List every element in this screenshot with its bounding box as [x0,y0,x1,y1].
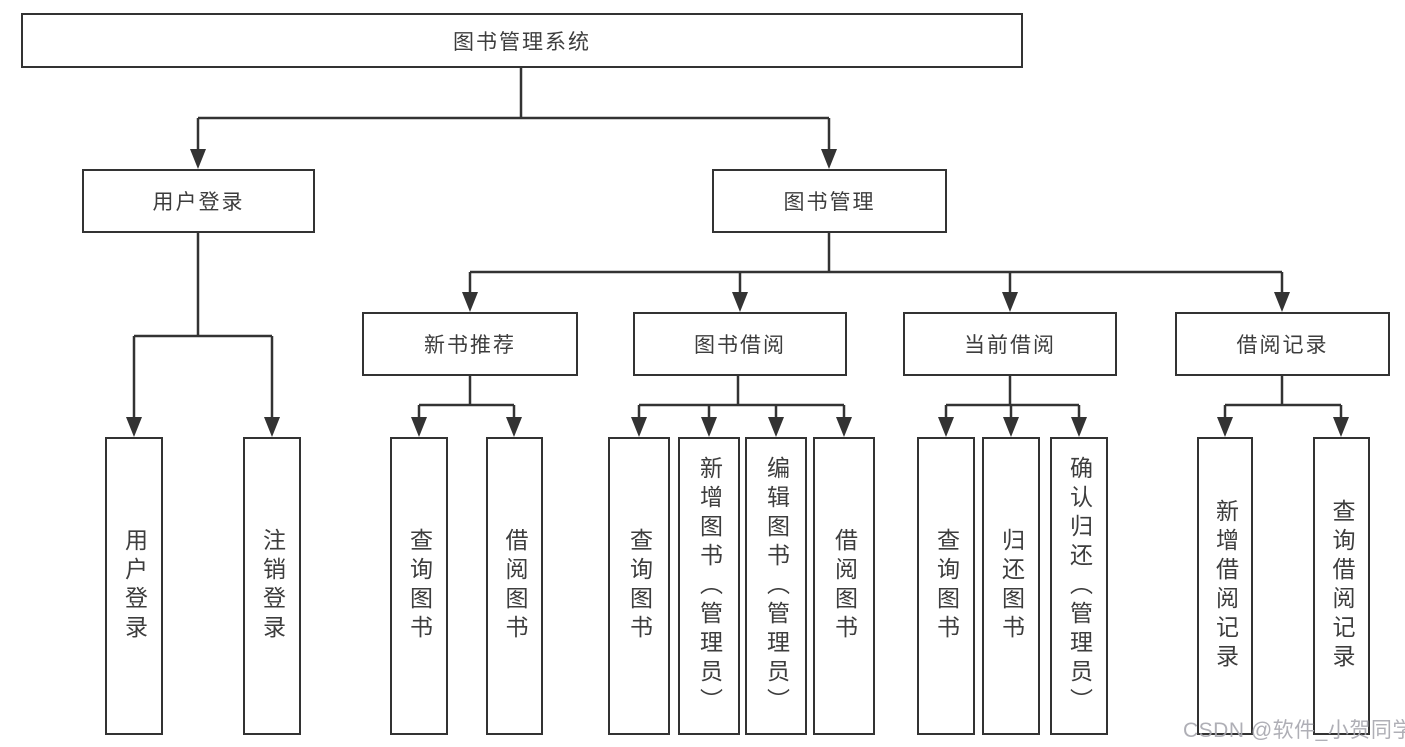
leaf-return-books: 归还图书 [982,437,1040,735]
arrow-down-icon [938,417,954,437]
node-current-borrow: 当前借阅 [903,312,1117,376]
leaf-label: 借阅图书 [502,528,528,644]
leaf-label: 查询图书 [406,528,433,644]
node-label: 借阅记录 [1236,334,1329,357]
arrow-down-icon [506,417,522,437]
leaf-logout: 注销登录 [243,437,301,735]
node-borrow-record: 借阅记录 [1175,312,1390,376]
leaf-borrow-books: 借阅图书 [813,437,875,735]
connector-borrow-record-children [1217,376,1349,437]
leaf-label: 借阅图书 [831,528,858,644]
leaf-label: 注销登录 [259,528,286,644]
leaf-label: 查询图书 [626,528,653,644]
leaf-label: 新增借阅记录 [1212,499,1239,673]
node-new-book-recommend: 新书推荐 [362,312,578,376]
node-label: 图书管理 [783,191,876,214]
node-library-management-system: 图书管理系统 [21,13,1023,68]
leaf-label: 确认归还（管理员） [1066,455,1093,717]
node-label: 用户登录 [152,191,245,214]
arrow-down-icon [701,417,717,437]
arrow-down-icon [836,417,852,437]
leaf-label: 查询借阅记录 [1329,499,1355,673]
leaf-label: 编辑图书（管理员） [763,455,790,717]
arrow-down-icon [1333,417,1349,437]
connector-new-book-children [411,376,522,437]
node-label: 新书推荐 [424,334,516,357]
connector-user-login-children [126,233,280,437]
watermark: CSDN @软件_小贺同学 [1183,719,1405,742]
node-label: 图书管理系统 [453,30,591,54]
arrow-down-icon [1274,292,1290,312]
arrow-down-icon [462,292,478,312]
arrow-down-icon [1217,417,1233,437]
arrow-down-icon [1003,417,1019,437]
arrow-down-icon [411,417,427,437]
arrow-down-icon [264,417,280,437]
connector-book-borrow-children [631,376,852,437]
leaf-label: 新增图书（管理员） [696,455,723,717]
leaf-edit-books-admin: 编辑图书（管理员） [745,437,807,735]
node-book-borrow: 图书借阅 [633,312,847,376]
connector-current-borrow-children [938,376,1087,437]
leaf-user-login: 用户登录 [105,437,163,735]
connector-book-management-to-level3 [462,233,1290,312]
leaf-label: 用户登录 [121,528,148,644]
arrow-down-icon [126,417,142,437]
node-book-management: 图书管理 [712,169,947,233]
arrow-down-icon [190,149,206,169]
node-label: 图书借阅 [694,334,786,357]
leaf-add-borrow-record: 新增借阅记录 [1197,437,1253,735]
leaf-label: 查询图书 [933,528,960,644]
leaf-borrow-books-recommend: 借阅图书 [486,437,543,735]
leaf-query-books-borrow: 查询图书 [608,437,670,735]
arrow-down-icon [768,417,784,437]
leaf-add-books-admin: 新增图书（管理员） [678,437,740,735]
arrow-down-icon [1071,417,1087,437]
node-label: 当前借阅 [964,334,1056,357]
leaf-query-books-current: 查询图书 [917,437,975,735]
node-user-login: 用户登录 [82,169,315,233]
connector-root-to-level2 [190,68,837,169]
leaf-query-books-recommend: 查询图书 [390,437,448,735]
arrow-down-icon [821,149,837,169]
leaf-query-borrow-record: 查询借阅记录 [1313,437,1370,735]
arrow-down-icon [1002,292,1018,312]
arrow-down-icon [631,417,647,437]
leaf-label: 归还图书 [998,528,1025,644]
arrow-down-icon [732,292,748,312]
leaf-confirm-return-admin: 确认归还（管理员） [1050,437,1108,735]
